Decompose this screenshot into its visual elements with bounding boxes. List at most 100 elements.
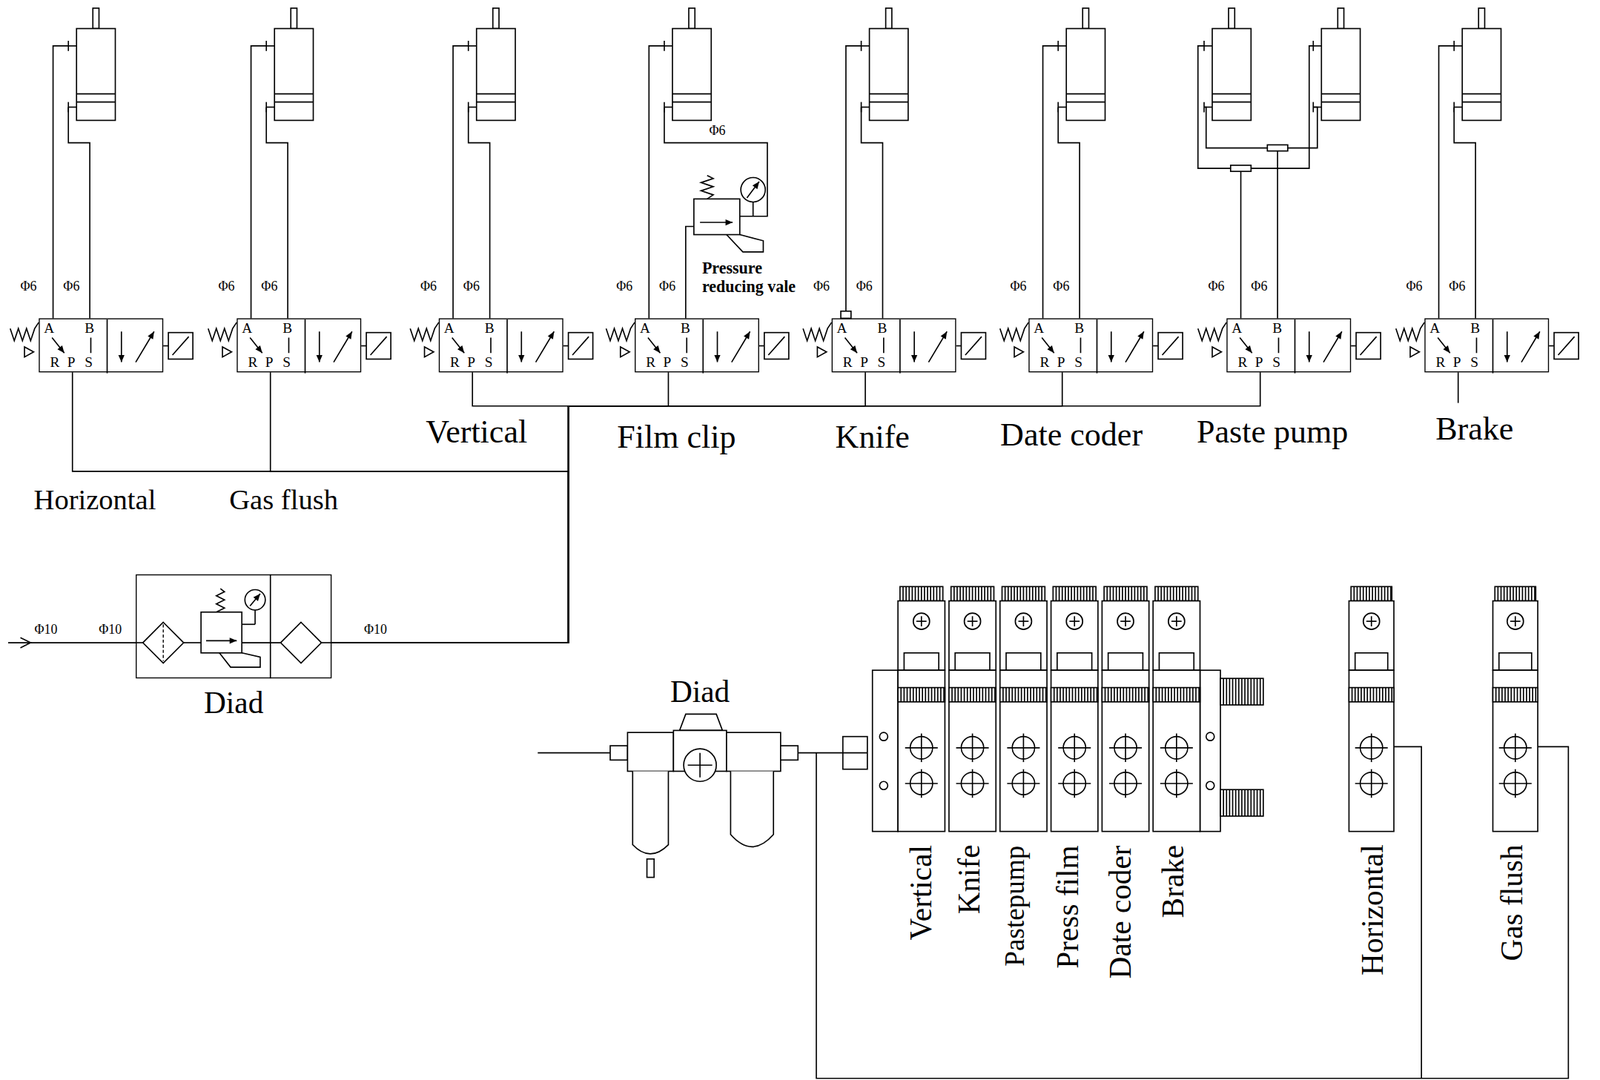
arrow-head: [547, 331, 554, 339]
knurl-line: [985, 688, 987, 703]
pipe-line: [685, 226, 694, 319]
knurl-line: [1503, 586, 1506, 601]
hex-fitting: [843, 752, 868, 755]
flow-arrow: [1323, 331, 1342, 362]
knurl-line: [963, 688, 966, 703]
pipe-line: [251, 45, 267, 319]
knurl-line: [1005, 688, 1007, 703]
knurl-line: [1140, 586, 1142, 601]
knurl-line: [1040, 586, 1043, 601]
knurl-line: [959, 586, 961, 601]
cylinder-body: [1066, 28, 1105, 121]
knurl-line: [1222, 678, 1225, 706]
knurl-line: [1378, 586, 1380, 601]
knurl-line: [1029, 688, 1032, 703]
knurl-line: [1104, 688, 1107, 703]
knurl-line: [1106, 586, 1108, 601]
arrow-head: [518, 355, 525, 363]
knurl-line: [1509, 586, 1512, 601]
screw: [1015, 613, 1032, 630]
knurl-line: [915, 688, 918, 703]
unit-divider: [269, 574, 272, 679]
knurled-cap: [1220, 789, 1264, 817]
solenoid-coil: [768, 336, 785, 356]
knurl-line: [1170, 688, 1173, 703]
knurl-line: [1387, 586, 1389, 601]
arrow-head: [911, 355, 918, 363]
knurled-cap: [951, 586, 995, 601]
pipe-size: Φ6: [463, 278, 480, 295]
solenoid-link: [1548, 345, 1555, 347]
knurled-cap: [1103, 586, 1147, 601]
knurl-line: [1353, 586, 1355, 601]
supply-line: [331, 372, 669, 643]
knurl-line: [1522, 586, 1524, 601]
knurl-line: [1026, 586, 1028, 601]
unit-name: Diad: [670, 673, 730, 709]
knurl-line: [1042, 688, 1044, 703]
knurl-line: [924, 688, 927, 703]
knurl-line: [1064, 586, 1067, 601]
knurl-line: [909, 688, 912, 703]
piston-rod: [493, 8, 499, 29]
port-stub: [68, 106, 77, 109]
return-spring: [802, 322, 832, 342]
cylinder-body: [476, 28, 516, 121]
knurl-line: [1178, 586, 1181, 601]
piston-rod: [1082, 8, 1089, 29]
gauge-link: [241, 623, 256, 626]
knurled-cap: [1002, 586, 1046, 601]
pipe-size: Φ6: [420, 278, 437, 295]
knurl-line: [1370, 688, 1372, 703]
port-axis: [920, 734, 923, 763]
valve-divider: [106, 319, 109, 374]
return-spring: [606, 322, 636, 342]
knurl-line: [1390, 688, 1393, 703]
knurl-line: [1515, 586, 1517, 601]
screw: [879, 781, 888, 790]
port-letter: R: [1237, 355, 1248, 372]
knurl-line: [1356, 586, 1359, 601]
fitting: [610, 745, 628, 760]
arrow-head: [1108, 355, 1115, 363]
solenoid-window: [1499, 653, 1532, 671]
manifold-end-plate: [1200, 670, 1222, 832]
knurl-line: [1058, 586, 1061, 601]
port-stub: [664, 106, 673, 109]
cylinder-body: [274, 28, 313, 121]
knurl-line: [1195, 688, 1197, 703]
pipe-size: Φ6: [856, 278, 873, 295]
solenoid-coil: [572, 336, 589, 356]
pipe-line: [183, 642, 201, 644]
piston: [1462, 93, 1501, 95]
knurl-line: [1073, 586, 1076, 601]
hex-fitting: [843, 736, 868, 770]
knurled-cap: [1220, 678, 1264, 706]
solenoid-coil: [568, 332, 594, 360]
port-letter: A: [639, 320, 651, 337]
solenoid-body: [1101, 601, 1149, 671]
solenoid-valve-body: ABRPS: [831, 318, 957, 373]
gauge-link: [752, 202, 755, 217]
pipe-line: [135, 642, 144, 644]
knurl-line: [1250, 789, 1252, 817]
knurl-line: [1072, 688, 1074, 703]
valve-name: Date coder: [1102, 845, 1138, 979]
valve-block: [1000, 670, 1047, 832]
pipe-size: Φ6: [1448, 278, 1466, 295]
knurl-line: [1032, 586, 1034, 601]
flow-line: [90, 338, 92, 354]
exhaust-triangle: [1212, 346, 1222, 358]
port-letter: S: [680, 355, 689, 372]
unit-name: Diad: [203, 685, 264, 721]
knurled-cap: [949, 688, 996, 703]
knurl-line: [1235, 789, 1237, 817]
knurl-line: [1096, 688, 1099, 703]
knurl-line: [1510, 688, 1512, 703]
port-letter: S: [877, 355, 887, 372]
screw-slot: [1023, 616, 1025, 627]
port-letter: R: [450, 355, 460, 372]
supply-line: [331, 372, 866, 643]
knurl-line: [1497, 586, 1500, 601]
cylinder-body: [672, 28, 712, 121]
